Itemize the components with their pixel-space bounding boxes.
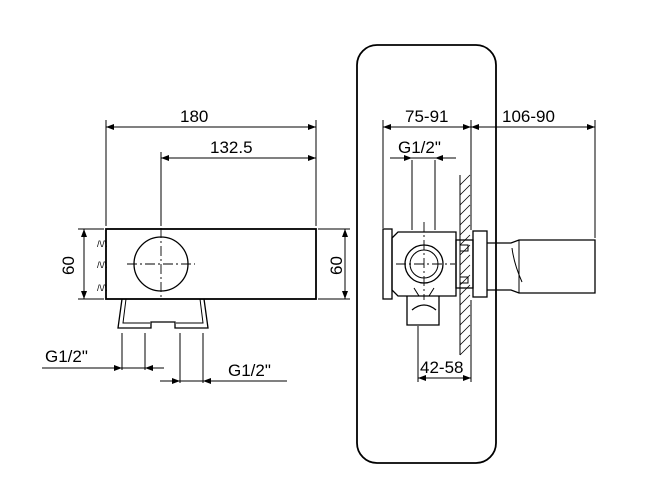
body-end-marks: /\/\ /\/\ /\/\ bbox=[97, 239, 108, 293]
wall-dim-label: 42-58 bbox=[420, 358, 463, 377]
dim-180: 180 bbox=[105, 107, 317, 226]
dim-75-91: 75-91 bbox=[382, 107, 472, 230]
spout-cylinder bbox=[487, 239, 596, 294]
thread-label: G1/2" bbox=[398, 138, 441, 157]
dim-60-right-label: 60 bbox=[327, 256, 346, 275]
spout-dim-label: 106-90 bbox=[502, 107, 555, 126]
dim-132-5: 132.5 bbox=[160, 138, 316, 226]
spout-flange bbox=[472, 230, 488, 298]
front-view: /\/\ /\/\ /\/\ 180 bbox=[42, 107, 350, 384]
dim-60-left: 60 bbox=[59, 228, 104, 300]
inlet-connectors bbox=[117, 298, 209, 383]
svg-text:/\/\: /\/\ bbox=[97, 260, 108, 270]
side-view: 75-91 106-90 G1/2" 42-58 bbox=[356, 44, 596, 464]
wall-hatch bbox=[459, 174, 471, 356]
depth-dim-label: 75-91 bbox=[405, 107, 448, 126]
bottom-fitting bbox=[406, 296, 440, 326]
dim-60-right: 60 bbox=[318, 228, 350, 300]
mixer-body-front bbox=[105, 228, 317, 300]
inlet-right-label: G1/2" bbox=[228, 361, 271, 380]
dim-g12-side: G1/2" bbox=[390, 138, 456, 230]
dim-g12-right: G1/2" bbox=[160, 361, 287, 384]
dim-180-label: 180 bbox=[180, 107, 208, 126]
dim-42-58: 42-58 bbox=[417, 300, 472, 382]
dim-132-5-label: 132.5 bbox=[210, 138, 253, 157]
front-flange bbox=[382, 228, 393, 300]
dim-60-left-label: 60 bbox=[59, 256, 78, 275]
svg-text:/\/\: /\/\ bbox=[97, 239, 108, 249]
valve-body-side bbox=[391, 231, 457, 297]
inlet-left-label: G1/2" bbox=[45, 347, 88, 366]
cover-plate bbox=[356, 44, 497, 464]
dim-106-90: 106-90 bbox=[471, 107, 596, 238]
svg-text:/\/\: /\/\ bbox=[97, 283, 108, 293]
dim-g12-left: G1/2" bbox=[42, 347, 164, 371]
